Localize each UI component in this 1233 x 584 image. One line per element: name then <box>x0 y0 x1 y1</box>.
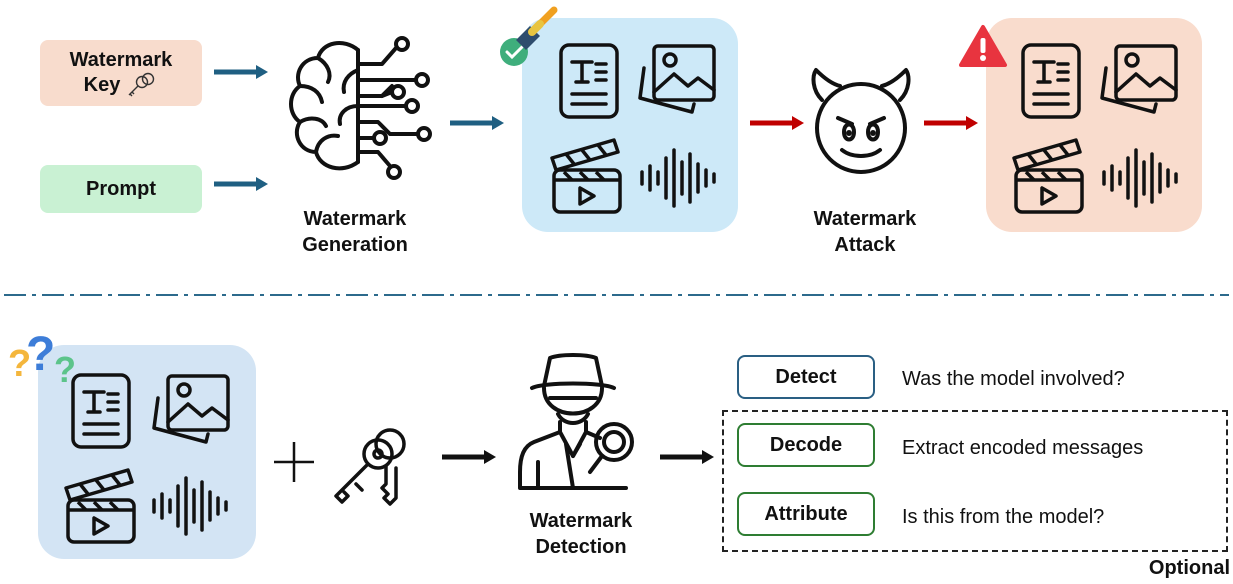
generation-line1: Watermark <box>303 208 407 230</box>
brain-circuit-icon <box>289 36 432 180</box>
watermarked-content-panel <box>522 18 738 232</box>
detective-magnifier-icon <box>518 353 634 490</box>
prompt-label: Prompt <box>86 177 156 200</box>
paintbrush-check-icon <box>500 6 558 66</box>
watermark-generation-label: Watermark Generation <box>270 206 440 258</box>
optional-label: Optional <box>1148 557 1230 579</box>
arrow-keys-to-detection <box>442 450 496 464</box>
attribute-box: Attribute <box>737 492 875 536</box>
optional-region <box>722 410 1228 552</box>
generation-line2: Generation <box>302 234 408 256</box>
watermark-detection-label: Watermark Detection <box>496 508 666 560</box>
arrow-generation-to-output <box>450 116 504 130</box>
audio-waveform-icon-suspect <box>152 476 228 536</box>
attribute-description: Is this from the model? <box>902 506 1105 528</box>
watermark-attack-label: Watermark Attack <box>780 206 950 258</box>
detect-box: Detect <box>737 355 875 399</box>
keys-icon <box>334 428 406 506</box>
audio-waveform-icon <box>640 148 716 208</box>
attack-line1: Watermark <box>813 208 917 230</box>
question-marks-icon: ? ? ? <box>8 328 76 390</box>
text-document-icon-attacked <box>1021 43 1081 119</box>
watermark-key-input: Watermark Key <box>40 40 202 106</box>
clapperboard-video-icon-attacked <box>1012 138 1084 214</box>
attack-line2: Attack <box>834 234 896 256</box>
watermark-key-label-line2-row: Key <box>84 72 159 98</box>
clapperboard-video-icon-suspect <box>64 468 136 544</box>
svg-text:?: ? <box>26 328 55 381</box>
decode-box: Decode <box>737 423 875 467</box>
section-separator <box>4 294 1229 296</box>
arrow-detection-to-outcomes <box>660 450 714 464</box>
small-keys-icon <box>128 72 155 97</box>
attribute-label: Attribute <box>764 502 848 525</box>
detect-label: Detect <box>775 365 837 388</box>
decode-description: Extract encoded messages <box>902 437 1144 459</box>
arrow-attack-to-attacked <box>924 116 978 130</box>
arrow-prompt-to-generation <box>214 177 268 191</box>
svg-text:?: ? <box>8 343 31 385</box>
detect-description: Was the model involved? <box>902 368 1125 390</box>
text-document-icon-suspect <box>71 373 131 449</box>
svg-text:?: ? <box>54 349 76 390</box>
warning-triangle-icon <box>959 25 1007 67</box>
watermark-key-label-line2: Key <box>83 74 121 96</box>
plus-icon <box>274 442 314 482</box>
image-gallery-icon <box>638 44 716 114</box>
prompt-input: Prompt <box>40 165 202 213</box>
clapperboard-video-icon <box>550 138 622 214</box>
text-document-icon <box>559 43 619 119</box>
arrow-output-to-attack <box>750 116 804 130</box>
decode-label: Decode <box>769 433 843 456</box>
arrow-key-to-generation <box>214 65 268 79</box>
detection-line2: Detection <box>535 536 627 558</box>
image-gallery-icon-attacked <box>1100 44 1178 114</box>
watermark-key-label-line1: Watermark <box>69 49 173 71</box>
detection-line1: Watermark <box>529 510 633 532</box>
audio-waveform-icon-attacked <box>1102 148 1178 208</box>
devil-face-icon <box>811 68 911 174</box>
image-gallery-icon-suspect <box>152 374 230 444</box>
